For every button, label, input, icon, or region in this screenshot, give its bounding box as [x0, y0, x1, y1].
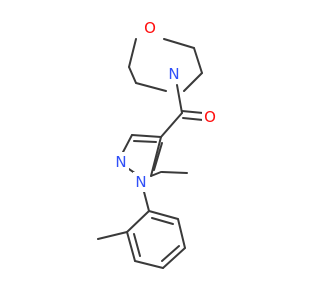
bond: [193, 47, 203, 74]
bond: [128, 66, 137, 84]
bond: [182, 117, 204, 121]
bond: [97, 231, 128, 240]
bond: [163, 38, 195, 49]
molecule-structure: O N O N N: [97, 18, 218, 269]
morpholine-ring: [128, 38, 203, 92]
atom-label: N: [115, 153, 126, 171]
bond: [176, 84, 183, 114]
atom-carbonyl-o: O: [202, 107, 218, 127]
bond: [148, 210, 179, 220]
atom-pyrazole-n1: N: [133, 172, 149, 192]
bond: [133, 233, 141, 257]
bond: [183, 72, 203, 92]
atom-label: N: [168, 65, 179, 83]
tolyl-ring: [126, 210, 186, 269]
bond: [126, 231, 136, 262]
bond: [160, 112, 183, 138]
bond: [150, 136, 162, 177]
atom-pyrazole-n2: N: [113, 152, 129, 172]
atom-label: N: [135, 173, 146, 191]
bond: [134, 260, 164, 269]
atom-morpholine-n: N: [166, 64, 182, 84]
bond: [128, 38, 137, 68]
bond: [161, 171, 188, 174]
atom-label: O: [204, 108, 216, 126]
bond: [126, 210, 150, 233]
bond: [150, 171, 162, 177]
bond: [162, 247, 186, 269]
bond: [133, 140, 157, 143]
bond: [161, 245, 180, 262]
bond: [177, 218, 186, 249]
bond: [135, 82, 167, 92]
bond: [151, 217, 174, 225]
bond: [121, 134, 133, 155]
atom-label: O: [144, 19, 156, 37]
bond: [181, 110, 204, 114]
bond: [131, 134, 162, 138]
carbonyl-double-bond: [181, 110, 204, 121]
bond: [153, 142, 163, 171]
atom-morpholine-o: O: [142, 18, 158, 38]
